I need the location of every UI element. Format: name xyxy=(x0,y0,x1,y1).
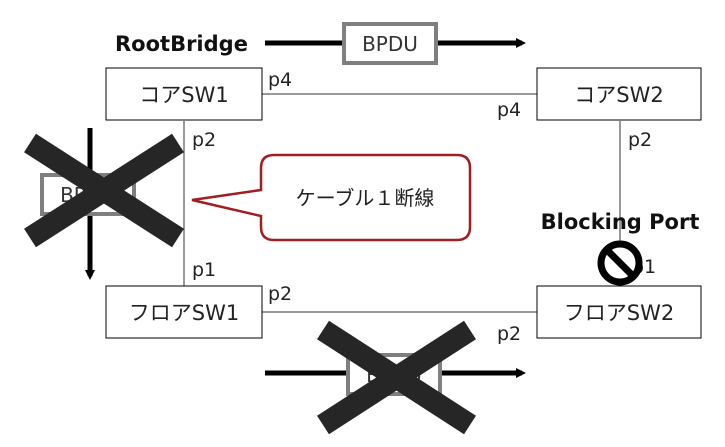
bpdu-box-top xyxy=(342,22,438,65)
switch-floor2-label: フロアSW2 xyxy=(564,301,674,325)
port-core2-bottom: p2 xyxy=(628,129,652,151)
callout-text: ケーブル１断線 xyxy=(296,186,435,210)
blocked-icon xyxy=(597,240,643,286)
bpdu-arrow-top: BPDU xyxy=(265,22,526,65)
port-floor2-left: p2 xyxy=(497,323,521,345)
bpdu-label-top: BPDU xyxy=(362,32,418,56)
port-core1-bottom: p2 xyxy=(192,129,216,151)
cross-left-icon xyxy=(24,133,184,248)
root-bridge-label: RootBridge xyxy=(115,32,248,56)
switch-core1-label: コアSW1 xyxy=(139,83,228,107)
switch-floor2[interactable]: フロアSW2 xyxy=(536,285,702,339)
port-floor1-top: p1 xyxy=(192,259,216,281)
cable-break-callout: ケーブル１断線 xyxy=(191,153,472,242)
port-core2-left: p4 xyxy=(497,99,521,121)
switch-floor1-label: フロアSW1 xyxy=(129,301,239,325)
port-floor1-right: p2 xyxy=(268,283,292,305)
switch-core1[interactable]: コアSW1 xyxy=(105,67,263,121)
blocking-port-label: Blocking Port xyxy=(541,210,700,234)
cross-bottom-icon xyxy=(317,320,476,435)
port-core1-right: p4 xyxy=(268,69,292,91)
switch-floor1[interactable]: フロアSW1 xyxy=(105,285,263,339)
switch-core2-label: コアSW2 xyxy=(574,83,663,107)
switch-core2[interactable]: コアSW2 xyxy=(536,67,702,121)
